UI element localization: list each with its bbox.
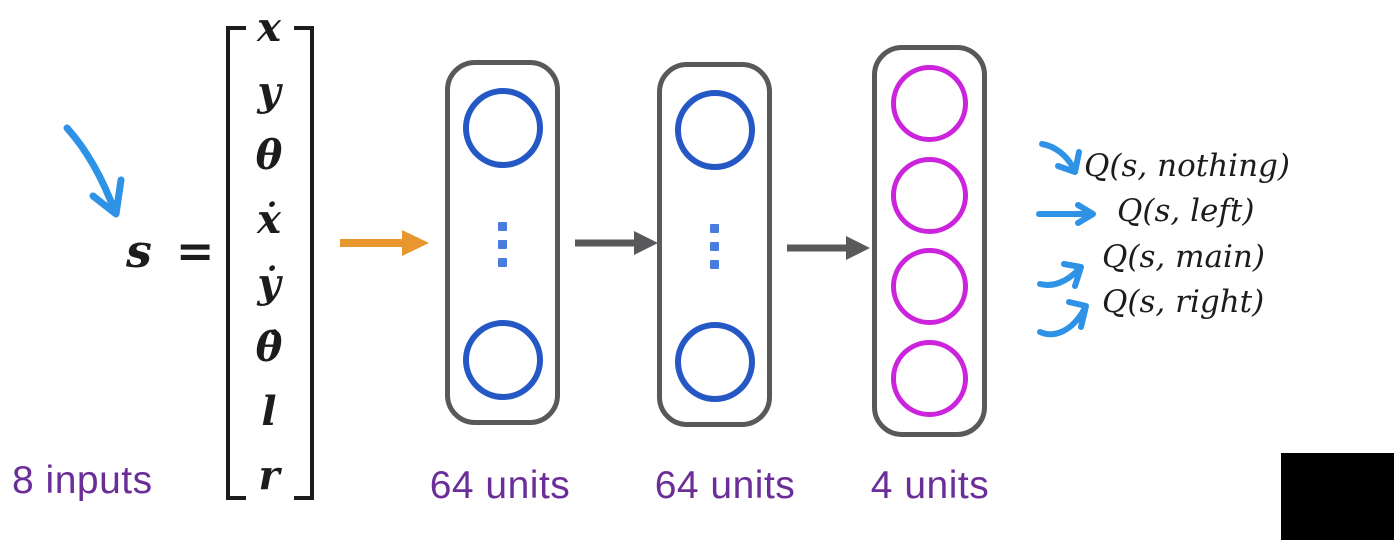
state-vector-entry: θ̇ (255, 324, 283, 371)
vector-bracket-left (226, 26, 246, 500)
flow-arrow-icon (787, 236, 870, 260)
output-layer (872, 45, 987, 437)
state-vector-entry: θ (255, 132, 283, 179)
output-neuron-circle (891, 248, 968, 326)
annotation-arrow-down-right-icon (63, 124, 125, 218)
black-overlay-box (1281, 453, 1394, 540)
neuron-circle (674, 322, 755, 402)
hidden-layer-1 (445, 60, 560, 425)
vector-bracket-right (294, 26, 314, 500)
state-vector-entry: y (257, 68, 281, 115)
neuron-circle (462, 88, 543, 168)
output-arrow-down-right-icon (1039, 141, 1082, 175)
output-neuron-circle (891, 339, 968, 417)
input-arrow-icon (340, 230, 429, 256)
layer-3-units-label: 4 units (870, 464, 990, 507)
state-vector-entry: r (258, 452, 280, 499)
q-value-label: Q(s, left) (1117, 193, 1255, 229)
ellipsis-dots-icon (710, 223, 719, 269)
input-count-label: 8 inputs (12, 459, 153, 502)
state-vector-entry: x (257, 4, 281, 51)
state-equation: s = (126, 224, 215, 278)
state-vector-entry: ẋ (257, 196, 281, 243)
flow-arrow-icon (575, 231, 658, 255)
neuron-circle (462, 320, 543, 400)
neuron-circle (674, 90, 755, 170)
ellipsis-dots-icon (498, 221, 507, 267)
output-arrow-up-right-icon (1037, 261, 1084, 289)
output-neuron-circle (891, 65, 968, 142)
q-value-label: Q(s, right) (1102, 284, 1265, 320)
layer-2-units-label: 64 units (654, 464, 796, 507)
q-value-label: Q(s, main) (1102, 239, 1265, 275)
output-neuron-circle (891, 156, 968, 234)
state-vector-entry: l (261, 388, 277, 435)
output-arrow-right-icon (1036, 202, 1096, 226)
layer-1-units-label: 64 units (429, 464, 571, 507)
state-vector: x y θ ẋ ẏ θ̇ l r (237, 6, 301, 498)
q-value-label: Q(s, nothing) (1084, 148, 1290, 184)
hidden-layer-2 (657, 62, 772, 427)
output-arrow-up-right-icon (1037, 299, 1089, 338)
state-vector-entry: ẏ (257, 260, 281, 307)
